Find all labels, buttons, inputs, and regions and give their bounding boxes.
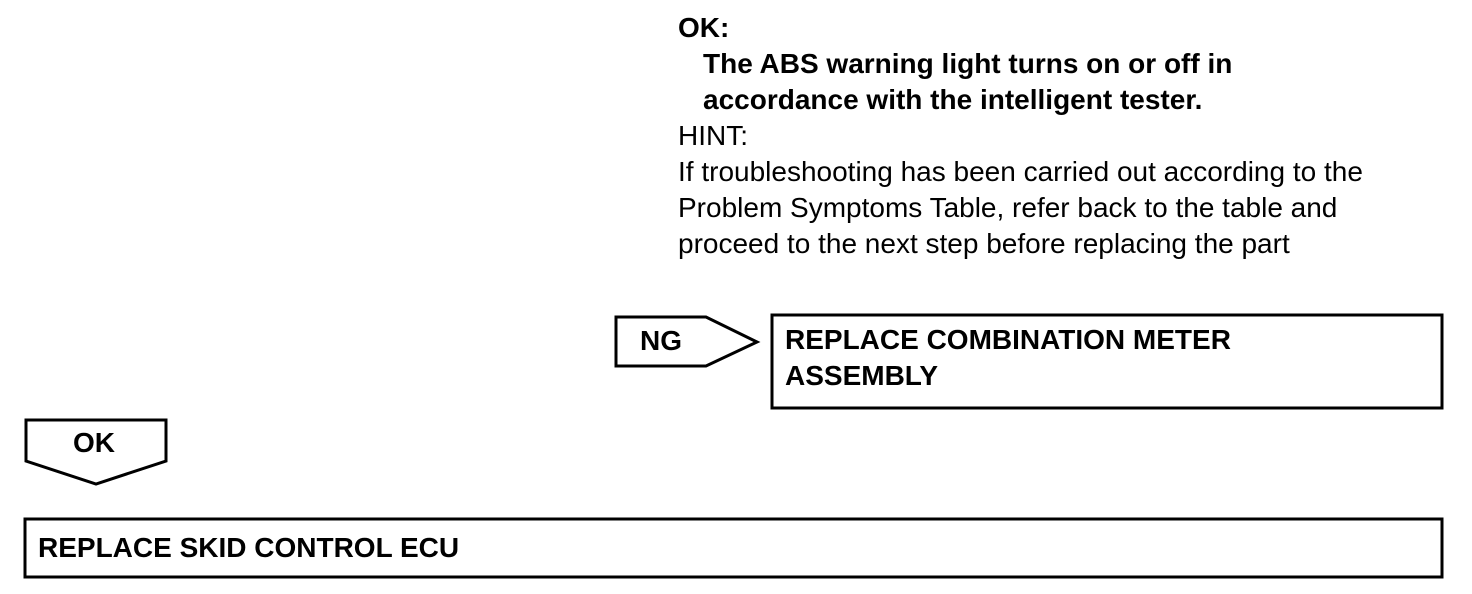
ok-arrow-shape — [24, 418, 168, 486]
hint-line-3: proceed to the next step before replacin… — [678, 228, 1290, 259]
ok-criteria-label: OK: — [678, 12, 730, 43]
ok-criteria-line-2: accordance with the intelligent tester. — [703, 84, 1203, 115]
ng-action-line-1: REPLACE COMBINATION METER — [785, 324, 1231, 355]
ok-criteria-line-1: The ABS warning light turns on or off in — [703, 48, 1233, 79]
ng-arrow-label: NG — [640, 325, 682, 356]
ok-arrow-label: OK — [73, 427, 115, 458]
hint-line-2: Problem Symptoms Table, refer back to th… — [678, 192, 1338, 223]
spec-text-block: OK: The ABS warning light turns on or of… — [678, 10, 1458, 262]
ng-action-text: REPLACE COMBINATION METER ASSEMBLY — [785, 322, 1231, 394]
ng-arrow-shape — [614, 315, 761, 368]
ok-action-text: REPLACE SKID CONTROL ECU — [38, 532, 460, 563]
ok-action-box — [23, 517, 1444, 579]
ng-action-box — [770, 313, 1444, 410]
hint-line-1: If troubleshooting has been carried out … — [678, 156, 1363, 187]
ng-action-line-2: ASSEMBLY — [785, 360, 939, 391]
hint-label: HINT: — [678, 120, 748, 151]
